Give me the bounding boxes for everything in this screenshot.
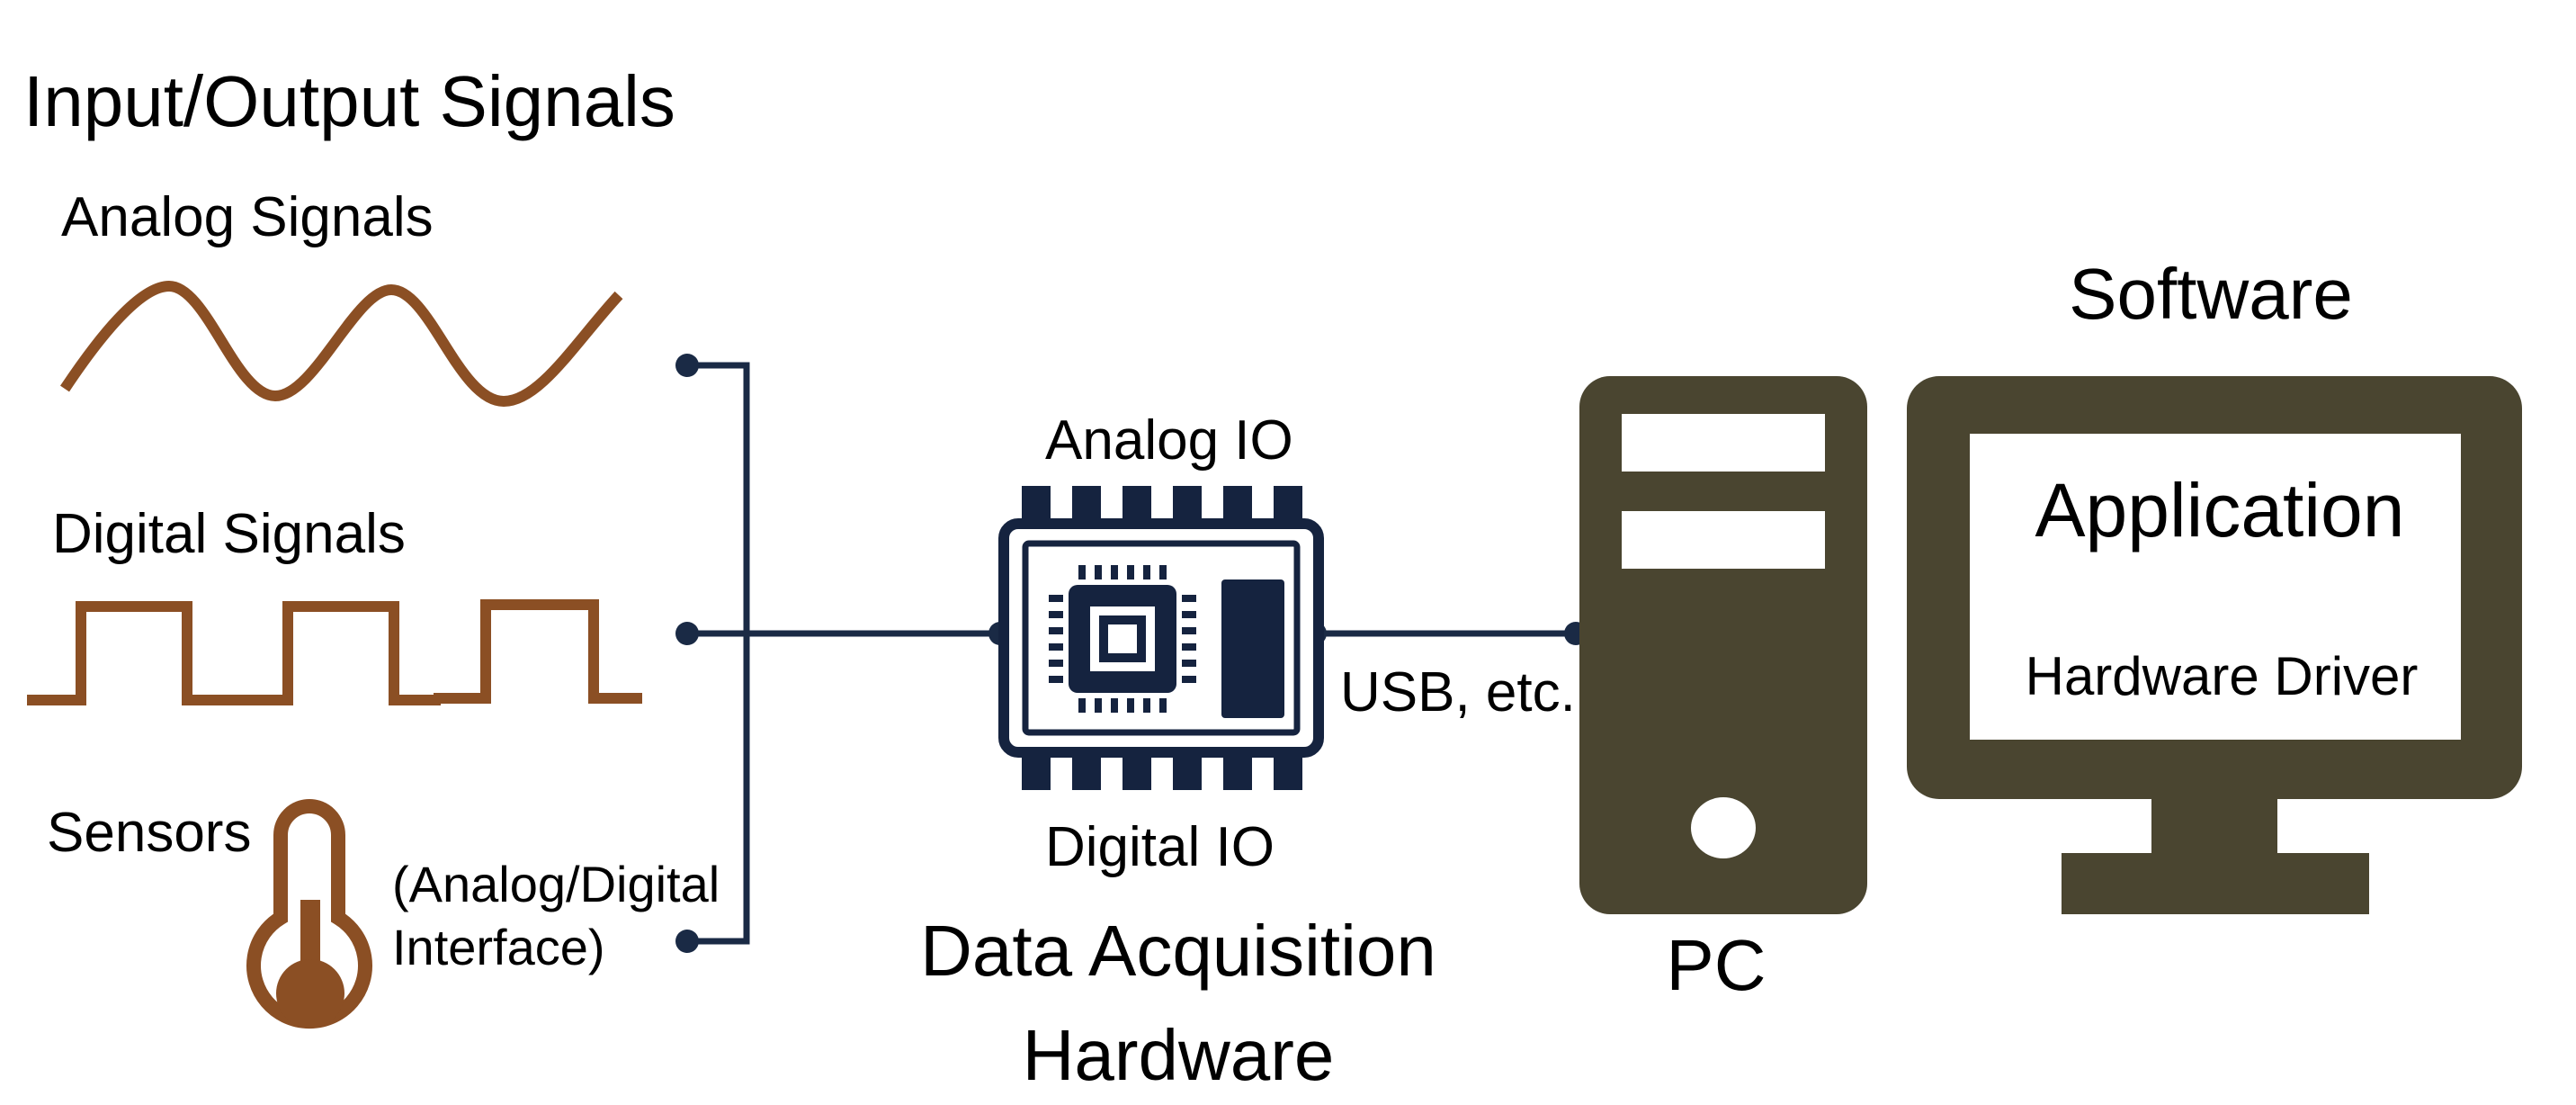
sine-wave-icon — [60, 280, 623, 408]
thermometer-icon — [246, 799, 372, 1029]
analog-io-label: Analog IO — [1045, 409, 1293, 472]
micro-pin — [1127, 565, 1134, 579]
hardware-driver-label: Hardware Driver — [2026, 646, 2419, 706]
micro-pin — [1182, 676, 1196, 683]
page-title: Input/Output Signals — [23, 61, 675, 141]
micro-pin — [1182, 627, 1196, 634]
sensor-interface-label-2: Interface) — [392, 919, 605, 975]
digital-signals-label: Digital Signals — [52, 503, 406, 565]
signal-bus — [687, 362, 1576, 945]
micro-pin — [1182, 611, 1196, 618]
micro-pin — [1182, 660, 1196, 667]
micro-pin — [1111, 698, 1118, 713]
daq-name-line2: Hardware — [1023, 1015, 1335, 1095]
micro-pin — [1078, 565, 1086, 579]
pc-tower-icon — [1579, 376, 1867, 914]
square-wave-icon — [27, 599, 642, 705]
micro-pin — [1159, 565, 1167, 579]
micro-pin — [1049, 611, 1063, 618]
micro-pin — [1049, 643, 1063, 651]
sensor-interface-label-1: (Analog/Digital — [392, 856, 720, 912]
micro-pin — [1182, 643, 1196, 651]
micro-pin — [1049, 676, 1063, 683]
micro-pin — [1182, 595, 1196, 602]
usb-label: USB, etc. — [1340, 661, 1576, 723]
micro-pin — [1049, 627, 1063, 634]
micro-pin — [1159, 698, 1167, 713]
micro-pin — [1049, 595, 1063, 602]
sensors-label: Sensors — [47, 802, 251, 864]
software-label: Software — [2069, 254, 2353, 334]
micro-pin — [1095, 698, 1102, 713]
micro-pin — [1127, 698, 1134, 713]
analog-signals-label: Analog Signals — [61, 186, 434, 248]
micro-pin — [1143, 698, 1150, 713]
digital-io-label: Digital IO — [1045, 816, 1275, 878]
micro-pin — [1111, 565, 1118, 579]
micro-pin — [1078, 698, 1086, 713]
chip-icon — [998, 486, 1324, 790]
pc-label: PC — [1666, 925, 1766, 1005]
micro-pin — [1049, 660, 1063, 667]
application-label: Application — [2035, 468, 2405, 552]
daq-name-line1: Data Acquisition — [920, 911, 1436, 991]
micro-pin — [1095, 565, 1102, 579]
micro-pin — [1143, 565, 1150, 579]
monitor-icon — [1907, 376, 2522, 914]
